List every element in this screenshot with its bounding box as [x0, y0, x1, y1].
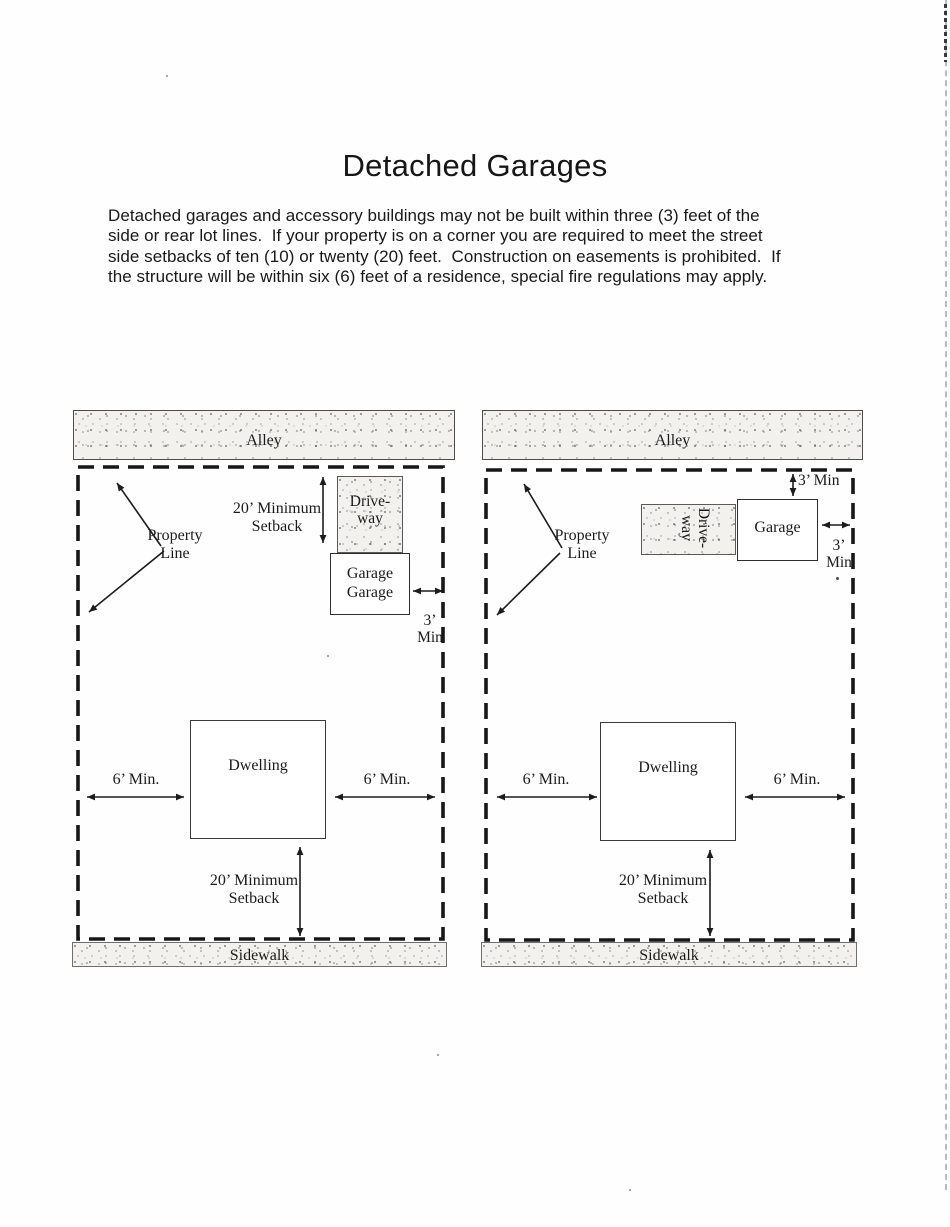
- paragraph-line: the structure will be within six (6) fee…: [108, 267, 768, 287]
- arrowhead: [589, 793, 597, 801]
- sidewalk-strip: [72, 942, 447, 967]
- label-line: Min: [826, 554, 852, 571]
- arrowhead: [745, 793, 753, 801]
- label-line: 3’: [832, 537, 846, 554]
- dwelling-box: [190, 720, 326, 839]
- scan-speck: [437, 1054, 439, 1056]
- arrowhead: [706, 850, 714, 858]
- sidewalk-label: Sidewalk: [229, 947, 290, 964]
- label-line: Property: [554, 527, 610, 544]
- arrowhead: [413, 587, 421, 595]
- side-yard-label: 6’ Min.: [773, 771, 821, 788]
- arrowhead: [524, 484, 532, 493]
- scan-edge-artifact: [945, 0, 947, 1190]
- scan-edge-artifact: [944, 4, 947, 62]
- property-line-label: Property Line: [130, 527, 220, 563]
- arrowhead: [319, 477, 327, 485]
- arrowhead: [176, 793, 184, 801]
- dwelling-label: Dwelling: [638, 759, 698, 776]
- label-line: Property: [147, 527, 203, 544]
- garage-label: Garage Garage: [330, 564, 410, 602]
- side-yard-label: 6’ Min.: [363, 771, 411, 788]
- arrowhead: [837, 793, 845, 801]
- driveway-label: Drive- way: [678, 500, 712, 556]
- label-line: Drive-: [695, 507, 712, 549]
- label-line: Setback: [228, 890, 280, 907]
- arrowhead: [497, 606, 506, 615]
- side-clearance-label: 3’ Min: [406, 612, 454, 646]
- rear-clearance-label: 3’ Min: [798, 472, 840, 489]
- side-yard-label: 6’ Min.: [112, 771, 160, 788]
- arrowhead: [319, 535, 327, 543]
- dwelling-box: [600, 722, 736, 841]
- arrowhead: [117, 483, 125, 492]
- arrowhead: [296, 847, 304, 855]
- paragraph-line: side setbacks of ten (10) or twenty (20)…: [108, 246, 781, 266]
- arrowhead: [789, 488, 797, 496]
- arrowhead: [427, 793, 435, 801]
- sidewalk-strip: [481, 942, 857, 967]
- label-line: Line: [567, 545, 597, 562]
- label-line: 20’ Minimum: [618, 872, 708, 889]
- front-setback-label: 20’ Minimum Setback: [601, 872, 725, 908]
- rear-setback-label: 20’ Minimum Setback: [215, 500, 339, 536]
- arrowhead: [87, 793, 95, 801]
- label-line: Setback: [637, 890, 689, 907]
- label-line: way: [357, 510, 383, 527]
- arrowhead: [706, 928, 714, 936]
- label-line: Garage: [346, 565, 394, 582]
- alley-strip: [482, 410, 863, 460]
- label-line: Drive-: [349, 493, 391, 510]
- arrowhead: [842, 521, 850, 529]
- arrowhead: [296, 928, 304, 936]
- front-setback-label: 20’ Minimum Setback: [192, 872, 316, 908]
- dwelling-label: Dwelling: [228, 757, 288, 774]
- side-yard-label: 6’ Min.: [522, 771, 570, 788]
- paragraph-line: side or rear lot lines. If your property…: [108, 226, 763, 246]
- label-line: Garage: [346, 584, 394, 601]
- label-line: 20’ Minimum: [209, 872, 299, 889]
- scan-speck: [327, 655, 329, 657]
- label-line: way: [678, 515, 695, 541]
- label-line: Line: [160, 545, 190, 562]
- paragraph-line: Detached garages and accessory buildings…: [108, 206, 760, 225]
- driveway-label: Drive- way: [337, 493, 403, 527]
- property-line-label: Property Line: [537, 527, 627, 563]
- scan-speck: [836, 577, 839, 580]
- garage-label: Garage: [754, 519, 801, 536]
- label-line: Setback: [251, 518, 303, 535]
- arrowhead: [497, 793, 505, 801]
- alley-label: Alley: [246, 432, 282, 449]
- label-line: 3’: [423, 612, 437, 629]
- label-line: 20’ Minimum: [232, 500, 322, 517]
- scan-speck: [166, 75, 168, 77]
- arrowhead: [822, 521, 830, 529]
- arrowhead: [789, 474, 797, 482]
- alley-label: Alley: [654, 432, 691, 449]
- arrowhead: [89, 604, 98, 612]
- scan-speck: [629, 1189, 631, 1191]
- page-title: Detached Garages: [342, 148, 608, 183]
- sidewalk-label: Sidewalk: [639, 947, 699, 964]
- side-clearance-label: 3’ Min: [815, 537, 863, 571]
- alley-strip: [73, 410, 455, 460]
- intro-paragraph: Detached garages and accessory buildings…: [108, 206, 781, 288]
- arrowhead: [335, 793, 343, 801]
- arrowhead: [435, 587, 443, 595]
- label-line: Min: [417, 629, 443, 646]
